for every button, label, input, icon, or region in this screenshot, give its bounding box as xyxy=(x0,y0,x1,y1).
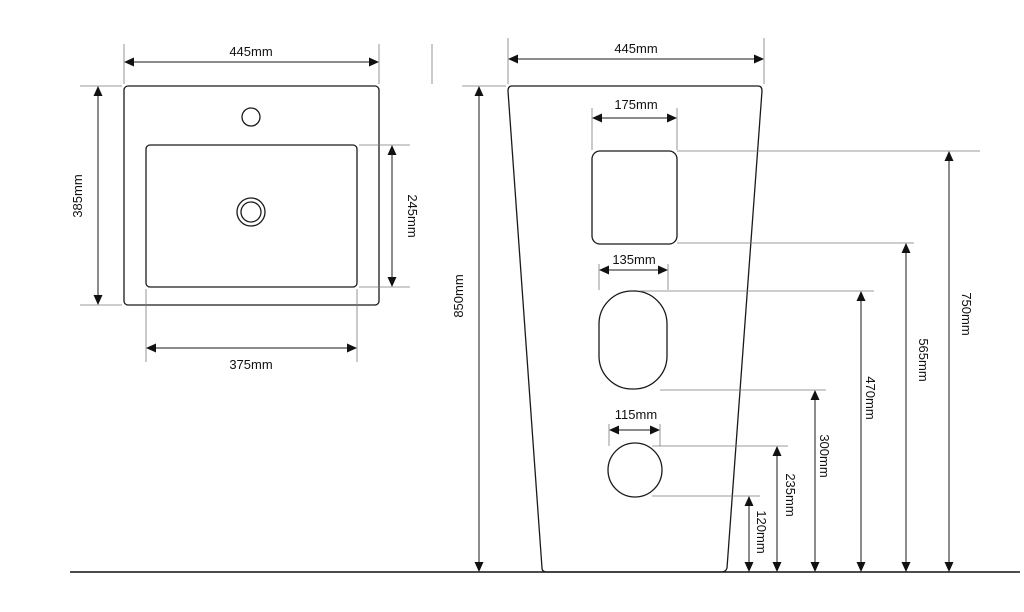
label-front-top-width: 445mm xyxy=(614,41,657,56)
label-cutout-lower-width: 115mm xyxy=(615,407,657,422)
label-height-470: 470mm xyxy=(863,376,878,419)
label-basin-width: 375mm xyxy=(229,357,272,372)
dimension-cutout-middle-width: 135mm xyxy=(599,252,668,275)
label-height-750: 750mm xyxy=(959,292,974,335)
dimension-total-height: 850mm xyxy=(451,86,484,572)
drain-inner xyxy=(240,201,262,223)
label-height-565: 565mm xyxy=(916,338,931,381)
tap-hole xyxy=(241,107,261,127)
label-height-235: 235mm xyxy=(783,473,798,516)
drain-outer xyxy=(236,197,266,227)
dimension-height-565: 565mm xyxy=(901,243,931,572)
label-basin-depth: 245mm xyxy=(405,194,420,237)
cutout-lower xyxy=(607,442,663,498)
dimension-height-120: 120mm xyxy=(744,496,769,572)
dimension-front-top-width: 445mm xyxy=(508,41,764,64)
dimension-top-width: 445mm xyxy=(124,44,379,67)
dimension-height-750: 750mm xyxy=(944,151,974,572)
cutout-upper xyxy=(591,150,678,245)
cutout-middle xyxy=(598,290,668,390)
label-height-120: 120mm xyxy=(754,510,769,553)
dimension-basin-depth: 245mm xyxy=(387,145,420,287)
dimension-height-235: 235mm xyxy=(772,446,798,572)
label-top-depth: 385mm xyxy=(70,174,85,217)
dimension-height-470: 470mm xyxy=(856,291,878,572)
dimension-basin-width: 375mm xyxy=(146,343,357,372)
top-view: 445mm 385mm 245mm 375mm xyxy=(70,44,433,372)
dimension-top-depth: 385mm xyxy=(70,86,103,305)
basin-outer-rim xyxy=(123,85,380,306)
front-view: 445mm 850mm 175mm 135mm 115mm xyxy=(70,38,1020,573)
label-cutout-upper-width: 175mm xyxy=(614,97,657,112)
label-cutout-middle-width: 135mm xyxy=(612,252,655,267)
dimension-height-300: 300mm xyxy=(810,390,832,572)
pedestal-body xyxy=(507,85,763,573)
label-top-width: 445mm xyxy=(229,44,272,59)
dimension-cutout-lower-width: 115mm xyxy=(609,407,660,435)
label-height-300: 300mm xyxy=(817,434,832,477)
basin-bowl xyxy=(145,144,358,288)
dimension-cutout-upper-width: 175mm xyxy=(592,97,677,123)
label-total-height: 850mm xyxy=(451,274,466,317)
